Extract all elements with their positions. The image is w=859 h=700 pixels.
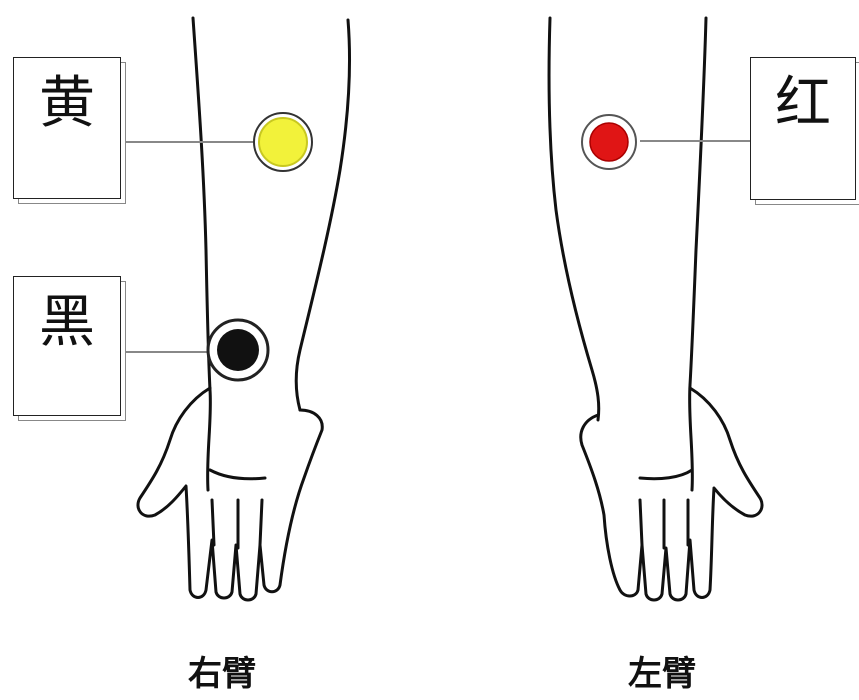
label-black: 黑 — [13, 276, 121, 416]
left-palm-line — [640, 470, 692, 479]
left-hand-outline — [581, 388, 762, 600]
caption-right-arm: 右臂 — [188, 646, 256, 695]
right-finger-line-3 — [260, 500, 262, 545]
right-palm-line — [210, 470, 265, 479]
label-yellow: 黄 — [13, 57, 121, 199]
label-red: 红 — [750, 57, 856, 200]
black-point — [208, 320, 268, 380]
right-finger-line-1 — [212, 500, 214, 545]
caption-left-arm: 左臂 — [628, 646, 696, 695]
red-point — [582, 115, 636, 169]
left-arm-inner-line — [690, 18, 706, 490]
left-arm-outer-line — [549, 18, 599, 420]
right-hand-outline — [138, 388, 322, 600]
right-arm-outer-line — [193, 18, 210, 490]
left-finger-line-1 — [640, 500, 642, 545]
yellow-point — [254, 113, 312, 171]
right-arm-inner-line — [296, 20, 349, 410]
